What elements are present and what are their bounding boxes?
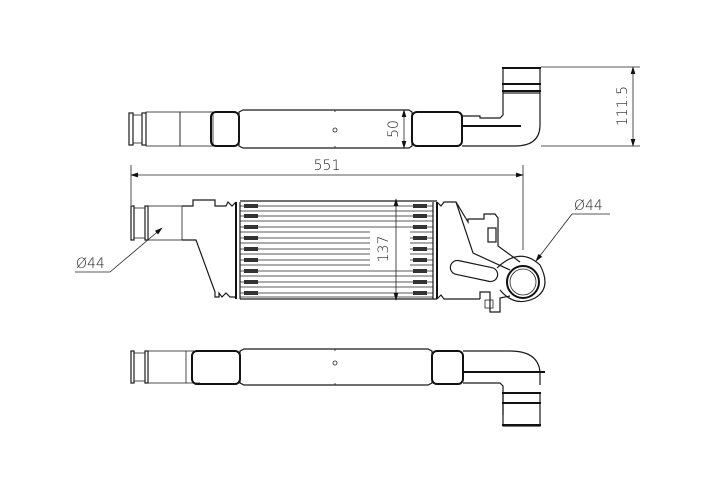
dim-50-label: 50 [386,120,402,138]
dim-551-label: 551 [314,158,341,174]
diameter-leaders: Ø44 Ø44 [75,198,610,273]
bottom-view [130,348,545,427]
dim-dia44-right-label: Ø44 [574,198,603,214]
front-view: 137 [130,198,546,313]
dim-dia44-left-label: Ø44 [76,256,105,272]
overall-length-dimension: 551 [130,158,524,250]
dim-111-5-label: 111.5 [615,86,631,126]
dim-137-label: 137 [376,236,392,263]
top-view: 50 111.5 [128,66,640,149]
core-tubes [240,204,433,298]
